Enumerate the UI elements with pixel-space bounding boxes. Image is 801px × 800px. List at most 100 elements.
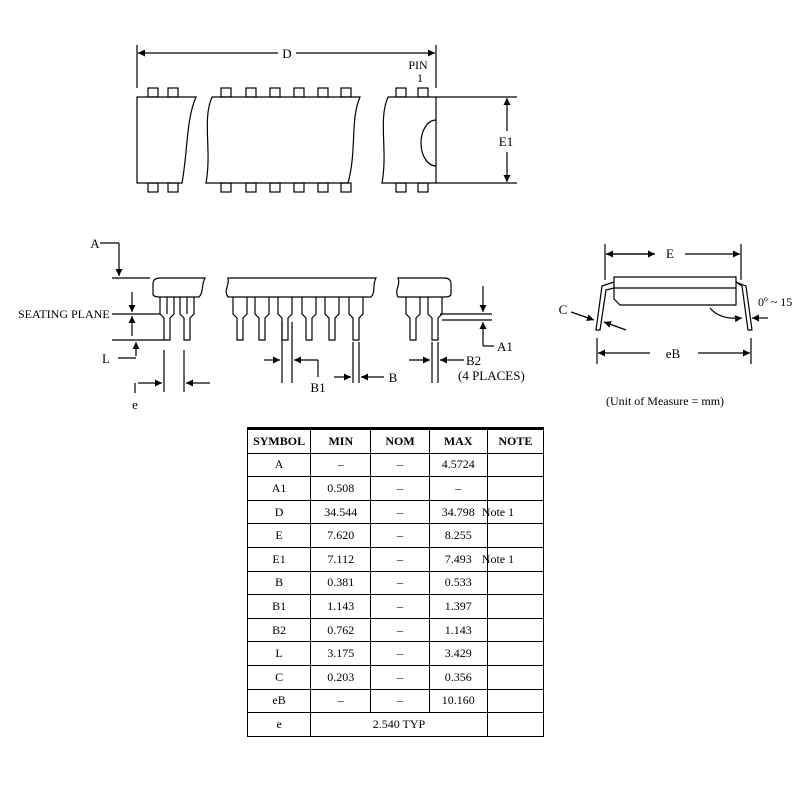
top-view xyxy=(136,45,517,193)
cell-note xyxy=(486,664,545,690)
package-drawing: D PIN 1 E1 xyxy=(18,45,792,412)
cell-max: 8.255 xyxy=(428,523,488,548)
cell-min: 7.620 xyxy=(310,523,372,548)
table-row: eB––10.160 xyxy=(246,688,545,714)
cell-symbol: B1 xyxy=(246,594,312,619)
dim-d-label: D xyxy=(282,46,291,61)
cell-max: 4.5724 xyxy=(428,452,488,478)
cell-max: 0.356 xyxy=(428,664,488,690)
cell-min: 0.762 xyxy=(310,617,372,643)
dim-l-label: L xyxy=(102,351,110,366)
cell-nom: – xyxy=(370,523,430,548)
header-nom: NOM xyxy=(370,428,430,454)
cell-min: – xyxy=(310,452,372,478)
dim-e-end-label: E xyxy=(666,246,674,261)
cell-typ-value: 2.540 TYP xyxy=(310,712,488,737)
dim-eb-label: eB xyxy=(666,346,681,361)
cell-note xyxy=(486,617,545,643)
angle-label: 0º ~ 15 xyxy=(758,295,792,309)
cell-min: 34.544 xyxy=(310,499,372,525)
table-row: A––4.5724 xyxy=(246,452,545,478)
end-view xyxy=(570,244,768,364)
cell-min: 3.175 xyxy=(310,641,372,666)
cell-nom: – xyxy=(370,617,430,643)
dim-b1-label: B1 xyxy=(310,380,325,395)
cell-nom: – xyxy=(370,452,430,478)
cell-nom: – xyxy=(370,546,430,572)
cell-symbol: eB xyxy=(246,688,312,714)
cell-min: 0.381 xyxy=(310,570,372,596)
cell-min: 7.112 xyxy=(310,546,372,572)
cell-nom: – xyxy=(370,570,430,596)
cell-nom: – xyxy=(370,641,430,666)
cell-nom: – xyxy=(370,664,430,690)
dim-c-label: C xyxy=(559,302,568,317)
header-note: NOTE xyxy=(486,428,545,454)
cell-min: 0.508 xyxy=(310,476,372,501)
dim-b-label: B xyxy=(389,370,398,385)
cell-max: 10.160 xyxy=(428,688,488,714)
note-text: Note 1 xyxy=(481,551,515,566)
header-symbol: SYMBOL xyxy=(246,428,312,454)
cell-nom: – xyxy=(370,594,430,619)
table-row-typ: e 2.540 TYP xyxy=(246,712,545,737)
cell-note xyxy=(486,641,545,666)
cell-symbol: C xyxy=(246,664,312,690)
header-max: MAX xyxy=(428,428,488,454)
dim-a1-label: A1 xyxy=(497,339,513,354)
dim-e-pitch-label: e xyxy=(132,397,138,412)
four-places-label: (4 PLACES) xyxy=(458,368,525,383)
cell-note xyxy=(486,594,545,619)
cell-nom: – xyxy=(370,476,430,501)
cell-max: 0.533 xyxy=(428,570,488,596)
cell-min: – xyxy=(310,688,372,714)
table-header-row: SYMBOL MIN NOM MAX NOTE xyxy=(246,428,545,454)
cell-symbol: A1 xyxy=(246,476,312,501)
pin-number-label: 1 xyxy=(417,71,423,85)
cell-min: 0.203 xyxy=(310,664,372,690)
cell-symbol: e xyxy=(246,712,312,737)
note-text: Note 1 xyxy=(481,504,515,519)
cell-symbol: B xyxy=(246,570,312,596)
cell-symbol: E xyxy=(246,523,312,548)
cell-note xyxy=(486,688,545,714)
cell-note: Note 1 xyxy=(482,499,545,525)
dim-e1-label: E1 xyxy=(499,134,513,149)
cell-note xyxy=(486,712,545,737)
cell-note xyxy=(486,476,545,501)
cell-nom: – xyxy=(370,688,430,714)
header-min: MIN xyxy=(310,428,372,454)
cell-note: Note 1 xyxy=(482,546,545,572)
cell-nom: – xyxy=(370,499,430,525)
seating-plane-label: SEATING PLANE xyxy=(18,307,110,321)
cell-min: 1.143 xyxy=(310,594,372,619)
side-view xyxy=(100,242,494,393)
cell-symbol: E1 xyxy=(246,546,312,572)
cell-symbol: D xyxy=(246,499,312,525)
cell-symbol: A xyxy=(246,452,312,478)
pin-label: PIN xyxy=(408,58,428,72)
unit-note: (Unit of Measure = mm) xyxy=(606,394,724,408)
cell-max: 1.397 xyxy=(428,594,488,619)
cell-symbol: B2 xyxy=(246,617,312,643)
cell-max: 3.429 xyxy=(428,641,488,666)
dim-b2-label: B2 xyxy=(466,353,481,368)
cell-symbol: L xyxy=(246,641,312,666)
cell-max: 1.143 xyxy=(428,617,488,643)
cell-note xyxy=(486,570,545,596)
cell-note xyxy=(486,523,545,548)
dim-a-label: A xyxy=(90,236,100,251)
cell-max: 7.493 xyxy=(428,546,488,572)
cell-note xyxy=(486,452,545,478)
